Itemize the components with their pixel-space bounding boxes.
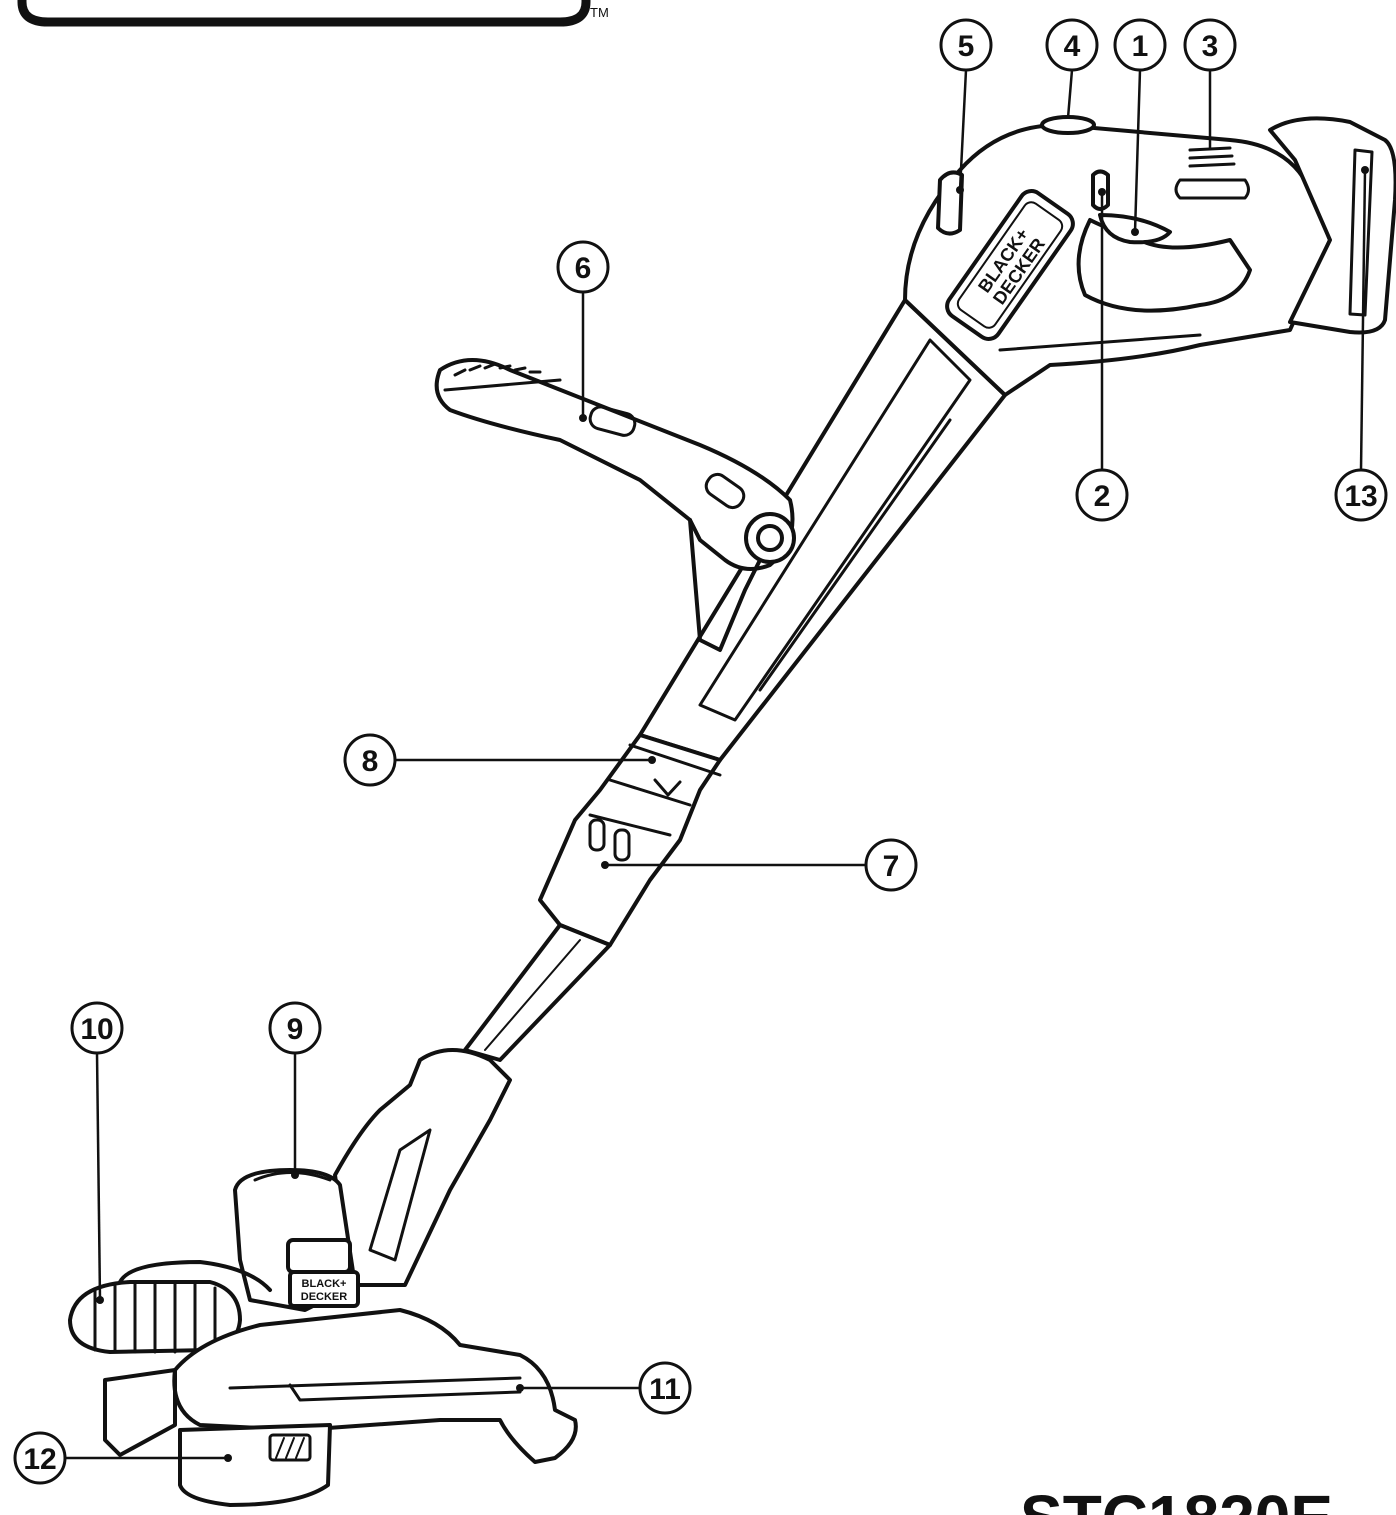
callout-6-label: 6 bbox=[575, 252, 592, 285]
callout-11: 11 bbox=[638, 1361, 692, 1415]
head-brand-plate: BLACK+ DECKER bbox=[288, 1270, 360, 1308]
trademark-mark: TM bbox=[590, 5, 609, 20]
callout-8: 8 bbox=[343, 733, 397, 787]
head-brand-line2: DECKER bbox=[301, 1291, 348, 1303]
lower-housing bbox=[333, 1048, 512, 1287]
callout-9: 9 bbox=[268, 1001, 322, 1055]
callout-7-label: 7 bbox=[883, 850, 900, 883]
callout-5-label: 5 bbox=[958, 30, 975, 63]
callout-12-label: 12 bbox=[23, 1443, 56, 1476]
callout-3-label: 3 bbox=[1202, 30, 1219, 63]
side-switch bbox=[936, 170, 964, 236]
callout-5: 5 bbox=[939, 18, 993, 72]
callouts bbox=[66, 69, 1369, 1462]
callout-10: 10 bbox=[70, 1001, 124, 1055]
leader-5 bbox=[958, 69, 968, 191]
callout-6: 6 bbox=[556, 240, 610, 294]
logo-plate: TM bbox=[17, 0, 609, 27]
callout-12: 12 bbox=[13, 1431, 67, 1485]
model-number: STC1820E bbox=[1020, 1482, 1333, 1515]
callout-9-label: 9 bbox=[287, 1013, 304, 1046]
callout-13-label: 13 bbox=[1344, 480, 1377, 513]
callout-2-label: 2 bbox=[1094, 480, 1111, 513]
leader-10 bbox=[95, 1052, 102, 1301]
leader-1 bbox=[1133, 69, 1142, 233]
callout-10-label: 10 bbox=[80, 1013, 113, 1046]
lower-tube bbox=[463, 923, 612, 1062]
callout-7: 7 bbox=[864, 838, 918, 892]
callout-1-label: 1 bbox=[1132, 30, 1149, 63]
callout-2: 2 bbox=[1075, 468, 1129, 522]
callout-4-label: 4 bbox=[1064, 30, 1081, 63]
spool-cover bbox=[178, 1423, 332, 1507]
callout-4: 4 bbox=[1045, 18, 1099, 72]
callout-13: 13 bbox=[1334, 468, 1388, 522]
callout-badges: 5 4 1 3 6 2 13 8 bbox=[13, 18, 1388, 1485]
trimmer-illustration: BLACK+ DECKER BLACK+ bbox=[68, 115, 1396, 1507]
callout-8-label: 8 bbox=[362, 745, 379, 778]
callout-3: 3 bbox=[1183, 18, 1237, 72]
leader-13 bbox=[1359, 169, 1367, 471]
top-button bbox=[1040, 115, 1096, 135]
leader-4 bbox=[1066, 69, 1074, 119]
head-brand-line1: BLACK+ bbox=[302, 1278, 347, 1290]
callout-11-label: 11 bbox=[649, 1373, 681, 1406]
callout-1: 1 bbox=[1113, 18, 1167, 72]
auxiliary-handle bbox=[434, 358, 795, 571]
